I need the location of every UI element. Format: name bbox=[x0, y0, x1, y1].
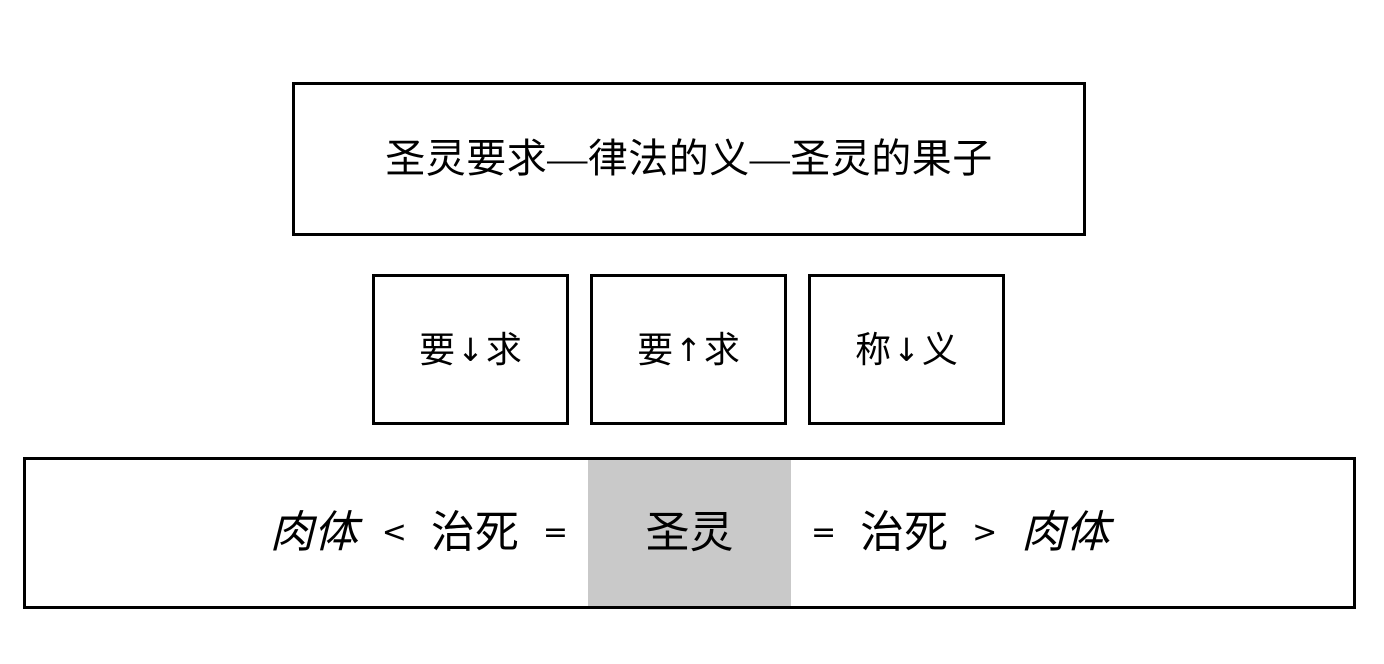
equation-operator: = bbox=[542, 515, 568, 550]
title-box: 圣灵要求—律法的义—圣灵的果子 bbox=[292, 82, 1086, 236]
arrow-down-icon: ↓ bbox=[893, 330, 920, 369]
equation-term-highlighted: 圣灵 bbox=[588, 460, 791, 606]
arrow-down-icon: ↓ bbox=[457, 330, 484, 369]
condition-box-3-right: 义 bbox=[921, 329, 958, 370]
condition-box-2: 要 ↑ 求 bbox=[590, 274, 787, 425]
condition-box-1: 要 ↓ 求 bbox=[372, 274, 569, 425]
condition-box-1-text: 要 ↓ 求 bbox=[419, 332, 522, 368]
equation-row: 肉体 < 治死 = 圣灵 = 治死 > 肉体 bbox=[26, 460, 1353, 606]
equation-operator: > bbox=[972, 515, 998, 550]
equation-term: 肉体 bbox=[1021, 508, 1110, 557]
equation-bar: 肉体 < 治死 = 圣灵 = 治死 > 肉体 bbox=[23, 457, 1356, 609]
arrow-up-icon: ↑ bbox=[675, 330, 702, 369]
equation-term: 治死 bbox=[430, 508, 519, 557]
condition-box-2-text: 要 ↑ 求 bbox=[637, 332, 740, 368]
condition-box-1-left: 要 bbox=[419, 329, 456, 370]
equation-operator: = bbox=[811, 515, 837, 550]
title-box-text: 圣灵要求—律法的义—圣灵的果子 bbox=[385, 136, 993, 181]
condition-box-3: 称 ↓ 义 bbox=[808, 274, 1005, 425]
condition-box-3-text: 称 ↓ 义 bbox=[855, 332, 958, 368]
equation-term: 肉体 bbox=[269, 508, 358, 557]
condition-box-2-left: 要 bbox=[637, 329, 674, 370]
condition-box-3-left: 称 bbox=[855, 329, 892, 370]
condition-box-2-right: 求 bbox=[703, 329, 740, 370]
equation-operator: < bbox=[381, 515, 407, 550]
equation-term: 治死 bbox=[860, 508, 949, 557]
condition-box-1-right: 求 bbox=[485, 329, 522, 370]
